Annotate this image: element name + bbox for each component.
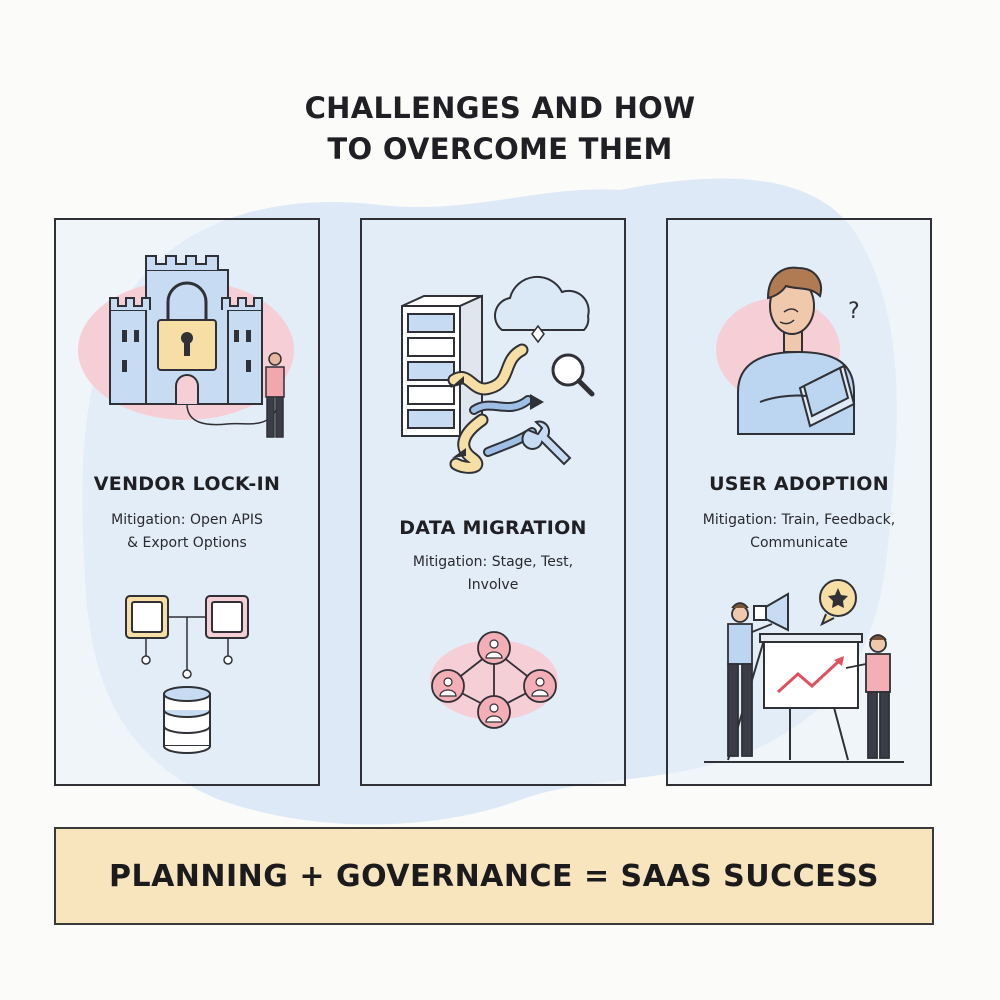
summary-banner: PLANNING + GOVERNANCE = SAAS SUCCESS xyxy=(54,827,934,925)
panel-heading-user-adoption: USER ADOPTION xyxy=(709,473,889,495)
panel-mitigation-user-adoption: Mitigation: Train, Feedback, Communicate xyxy=(702,512,896,551)
server-cloud-icon xyxy=(401,275,595,729)
question-mark: ? xyxy=(848,299,860,324)
panel-user-adoption: ? xyxy=(666,218,932,786)
user-tablet-icon: ? xyxy=(704,266,904,763)
panel-mitigation-data-migration: Mitigation: Stage, Test, Involve xyxy=(412,554,574,593)
title-line-2: TO OVERCOME THEM xyxy=(327,132,673,166)
panel-mitigation-vendor-lock-in: Mitigation: Open APIS & Export Options xyxy=(111,512,263,551)
panel-heading-vendor-lock-in: VENDOR LOCK-IN xyxy=(93,473,281,495)
summary-banner-text: PLANNING + GOVERNANCE = SAAS SUCCESS xyxy=(108,858,879,894)
panel-data-migration: DATA MIGRATION Mitigation: Stage, Test, … xyxy=(360,218,626,786)
panel-heading-data-migration: DATA MIGRATION xyxy=(399,517,587,539)
castle-lock-icon xyxy=(78,255,294,754)
panel-vendor-lock-in: VENDOR LOCK-IN Mitigation: Open APIS & E… xyxy=(54,218,320,786)
title-line-1: CHALLENGES AND HOW xyxy=(304,91,696,125)
page-title: CHALLENGES AND HOW TO OVERCOME THEM xyxy=(0,88,1000,170)
